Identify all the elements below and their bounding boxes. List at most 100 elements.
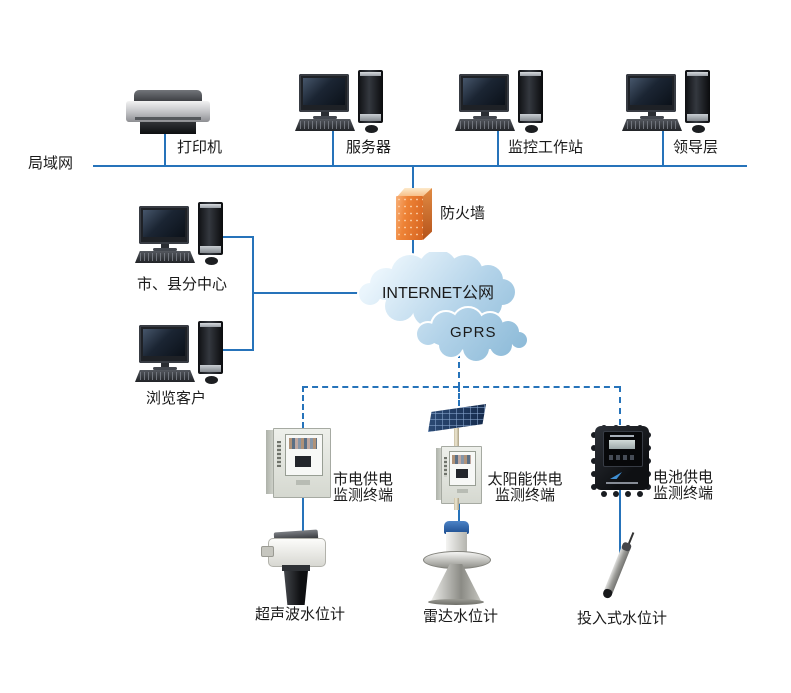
keyboard [455, 119, 515, 131]
monitor-base [153, 367, 177, 370]
mouse [692, 125, 705, 133]
internet-gprs-cloud-icon [348, 248, 553, 367]
lan-label: 局域网 [28, 155, 74, 172]
pc-tower [685, 70, 710, 123]
probe-band [620, 541, 633, 553]
control-cabinet-icon [266, 428, 331, 498]
breaker [456, 469, 468, 478]
firewall-side-face [423, 188, 432, 240]
branch-cloud-line [252, 292, 366, 294]
printer-label: 打印机 [177, 139, 223, 156]
solar-cabinet [436, 446, 482, 504]
sensor-neck [282, 565, 310, 571]
battery-terminal-label-line1: 电池供电 [653, 469, 714, 486]
vent-strip [277, 441, 281, 467]
subcenter-label: 市、县分中心 [137, 276, 228, 293]
mouse [205, 257, 218, 265]
transducer-cone [284, 571, 308, 605]
internet-cloud-label: INTERNET公网 [381, 285, 494, 302]
brand-text-strip [606, 482, 638, 484]
cabinet-label-plate [296, 480, 310, 485]
keyboard [295, 119, 355, 131]
solar-terminal-icon [428, 404, 488, 510]
workstation-link-line [497, 130, 499, 165]
mouse [205, 376, 218, 384]
radar-cable-line [458, 502, 460, 524]
monitor-stand [481, 112, 489, 117]
printer-tray [140, 122, 196, 134]
keyboard [622, 119, 682, 131]
solar-terminal-label: 太阳能供电 监测终端 [486, 472, 564, 504]
monitor-stand [161, 244, 169, 249]
solar-terminal-label-line1: 太阳能供电 [487, 471, 563, 488]
gprs-drop-dashed-line [458, 352, 460, 388]
cabinet-side [436, 448, 443, 500]
mouse [525, 125, 538, 133]
monitor-stand [648, 112, 656, 117]
gprs-cloud-label: GPRS [450, 324, 497, 341]
mouse [365, 125, 378, 133]
firewall-icon [396, 188, 434, 240]
monitor-base [640, 116, 664, 119]
firewall-top-face [396, 188, 432, 198]
pc-tower [198, 321, 223, 374]
screen [630, 78, 672, 105]
screen [143, 329, 185, 356]
solar-terminal-label-line2: 监测终端 [494, 487, 555, 504]
cloud-svg [357, 248, 529, 363]
desktop-computer-icon-leadership [622, 70, 710, 133]
keyboard [135, 251, 195, 263]
sensor-housing [268, 538, 326, 567]
keyboard [135, 370, 195, 382]
vent-strip [444, 457, 447, 477]
battery-terminal-label: 电池供电 监测终端 [653, 470, 713, 502]
screen [143, 210, 185, 237]
probe-body [601, 541, 633, 600]
mains-terminal-label-line2: 监测终端 [333, 487, 394, 504]
brand-logo [610, 472, 622, 479]
client-label: 浏览客户 [146, 390, 207, 407]
battery-terminal-label-line2: 监测终端 [653, 485, 714, 502]
printer-link-line [164, 130, 166, 165]
cabinet-side [266, 430, 275, 494]
printer-slot [135, 117, 201, 120]
sensor-body [446, 532, 467, 555]
pc-tower [518, 70, 543, 123]
panel-title-strip [610, 435, 634, 437]
desktop-computer-icon-subcenter [135, 202, 223, 265]
server-label: 服务器 [346, 139, 392, 156]
pc-tower [198, 202, 223, 255]
desktop-computer-icon-workstation [455, 70, 543, 133]
mounting-pole [454, 428, 459, 448]
submersible-level-gauge-icon [600, 532, 640, 602]
monitor-base [313, 116, 337, 119]
mains-terminal-label-line1: 市电供电 [333, 471, 394, 488]
leadership-label: 领导层 [673, 139, 719, 156]
horn-opening [428, 599, 484, 605]
ultrasonic-level-gauge-icon [261, 529, 326, 605]
client-link-line [223, 349, 254, 351]
monitor-base [473, 116, 497, 119]
sensor-connector [261, 546, 274, 557]
terminal-bus-dashed-line [302, 386, 620, 388]
lan-bus-line [93, 165, 747, 167]
firewall-front-face [396, 196, 423, 240]
circuit-boards [452, 455, 471, 464]
mains-terminal-dashed-line [302, 386, 304, 428]
desktop-computer-icon-server [295, 70, 383, 133]
monitor-stand [321, 112, 329, 117]
submersible-cable-line [619, 488, 621, 558]
screen [463, 78, 505, 105]
battery-terminal-icon [591, 424, 651, 492]
lcd-display [609, 440, 635, 449]
submersible-sensor-label: 投入式水位计 [577, 610, 668, 627]
workstation-label: 监控工作站 [508, 139, 584, 156]
server-link-line [332, 130, 334, 165]
pc-tower [358, 70, 383, 123]
keypad [609, 455, 635, 460]
radar-sensor-label: 雷达水位计 [423, 608, 499, 625]
probe-tip [601, 587, 614, 600]
cabinet-label-plate [457, 489, 468, 493]
desktop-computer-icon-client [135, 321, 223, 384]
